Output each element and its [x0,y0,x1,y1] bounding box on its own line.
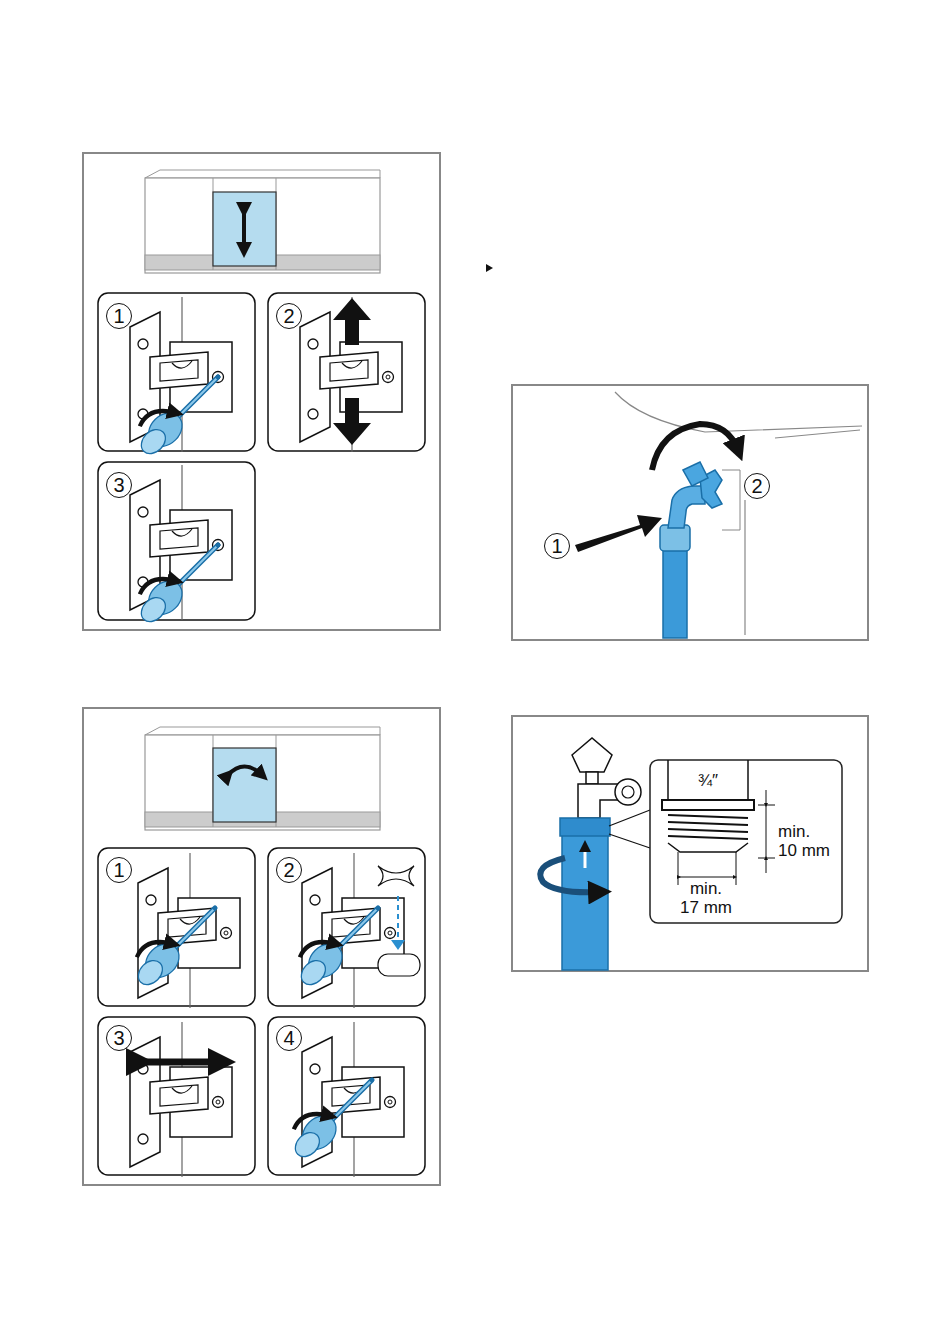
callout-number: 2 [744,473,770,499]
dimension-label: min. 10 mm [778,823,830,860]
callout-number: 1 [106,857,132,883]
callout-number: 3 [106,472,132,498]
callout-number: 2 [276,303,302,329]
callout-number: 2 [276,857,302,883]
callout-number: 1 [544,533,570,559]
callout-number: 4 [276,1025,302,1051]
dimension-label: ¾″ [698,772,718,791]
callout-number: 3 [106,1025,132,1051]
dimension-label: min. 17 mm [680,880,732,917]
callout-number: 1 [106,303,132,329]
